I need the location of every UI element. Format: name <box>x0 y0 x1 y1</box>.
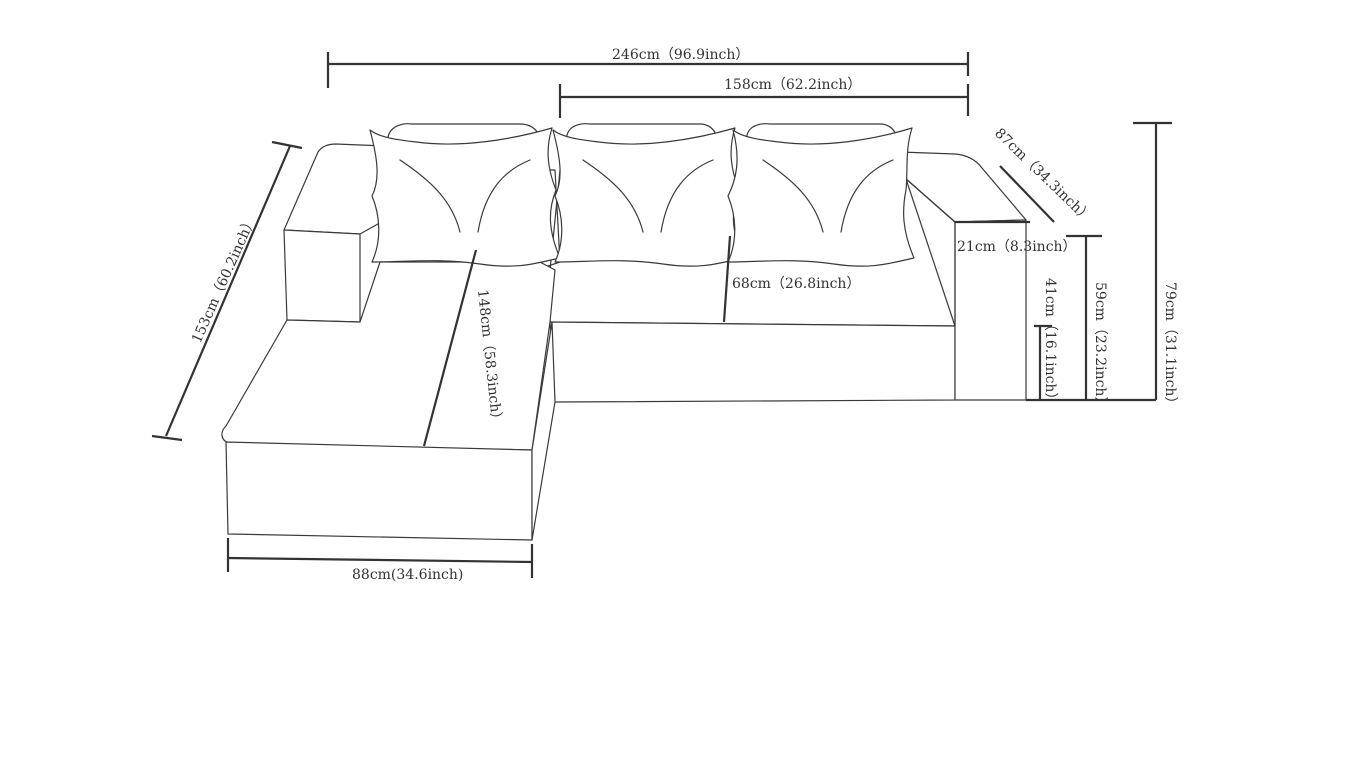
pillow-right <box>727 127 915 267</box>
pillow-middle <box>552 127 744 267</box>
label-chaise-length: 153cm（60.2inch） <box>189 214 259 346</box>
chaise-front <box>225 441 533 541</box>
label-total-width: 246cm（96.9inch） <box>612 47 749 63</box>
left-armrest-front <box>283 229 361 323</box>
left-armrest-top <box>283 143 386 235</box>
label-seat-depth: 68cm（26.8inch） <box>732 276 860 292</box>
label-seat-height: 41cm（16.1inch） <box>1042 278 1058 406</box>
chaise-side <box>531 321 556 541</box>
dimension-lines <box>151 52 1172 578</box>
pillow-left-fold-b <box>477 159 531 233</box>
sofa-drawing <box>221 123 1027 541</box>
chaise-seat-top <box>221 261 556 451</box>
pillow-middle-fold-b <box>660 159 714 233</box>
label-chaise-width: 88cm(34.6inch) <box>352 567 463 583</box>
pillow-right-fold-a <box>762 159 824 233</box>
pillow-right-fold-b <box>840 159 894 233</box>
main-seat-front <box>549 321 956 403</box>
label-armrest-height: 59cm（23.2inch） <box>1092 282 1108 410</box>
label-back-width: 158cm（62.2inch） <box>724 77 861 93</box>
pillow-left-fold-a <box>399 159 461 233</box>
label-total-height: 79cm（31.1inch） <box>1162 282 1178 410</box>
right-back-top <box>899 151 1027 223</box>
pillow-middle-fold-a <box>582 159 644 233</box>
pillow-left <box>369 127 561 267</box>
label-armrest-width: 21cm（8.3inch） <box>957 239 1077 255</box>
